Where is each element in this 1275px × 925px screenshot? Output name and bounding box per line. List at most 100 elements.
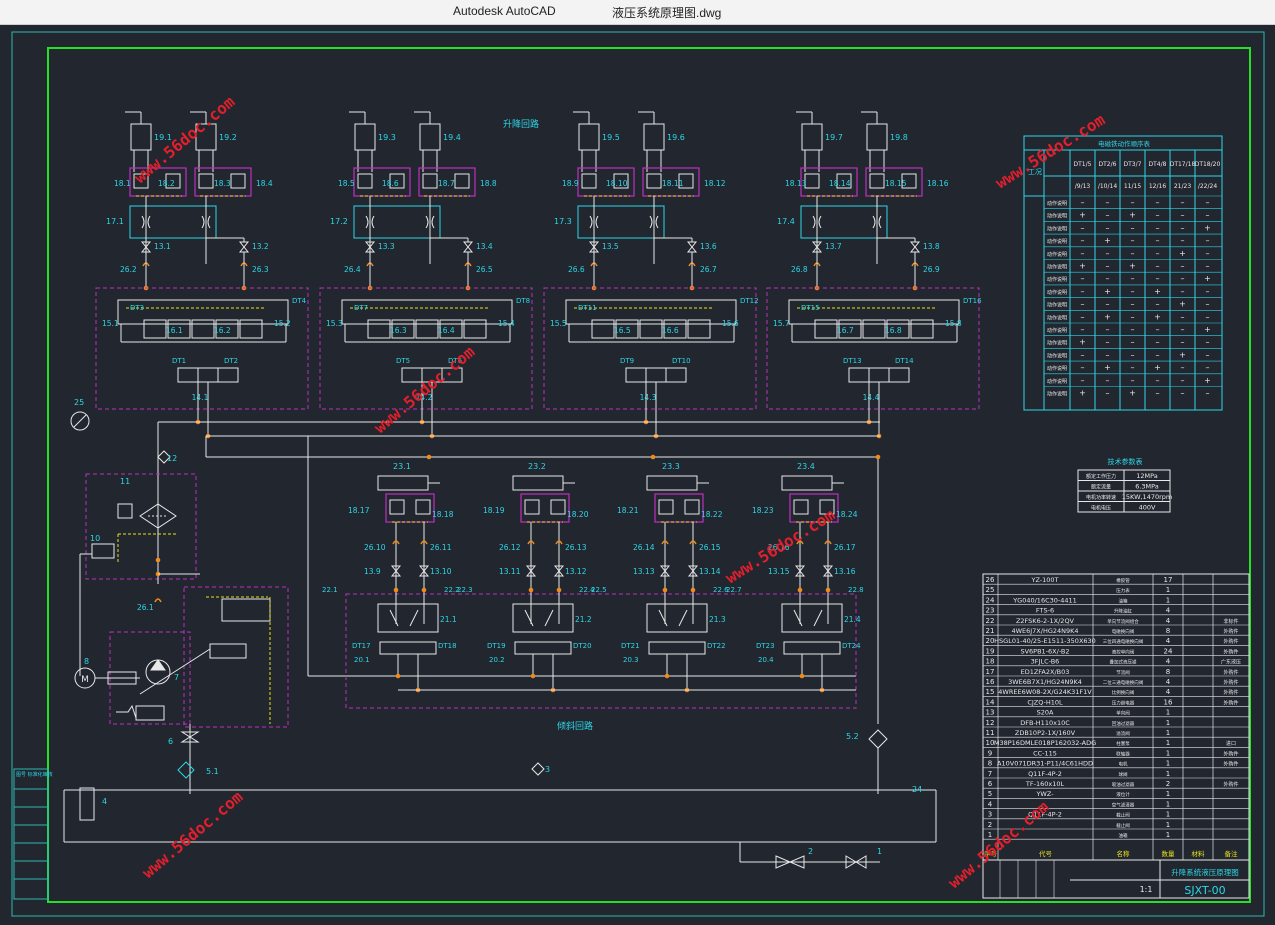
- check-valve: [133, 173, 149, 189]
- bom-name: 截止阀: [1116, 822, 1130, 829]
- lift-cylinder: [801, 123, 823, 151]
- bom-name: 压力表: [1116, 587, 1130, 594]
- solenoid-cell: –: [1131, 274, 1135, 283]
- valve-block: [520, 493, 570, 523]
- valve-label: 16.2: [214, 326, 231, 335]
- solenoid-cell: +: [1104, 312, 1111, 321]
- solenoid-cell: –: [1181, 211, 1185, 220]
- relief-label: 15.5: [550, 319, 567, 328]
- component-number: 11: [120, 477, 130, 486]
- throttle-label: 17.1: [106, 217, 124, 226]
- solenoid-cell: +: [1104, 363, 1111, 372]
- bom-number: 10: [986, 739, 995, 747]
- hose-label: 26.5: [476, 265, 493, 274]
- bom-number: 14: [986, 698, 995, 706]
- solenoid-cell: –: [1131, 287, 1135, 296]
- main-valve-label: 20.1: [354, 656, 370, 664]
- solenoid-cell: –: [1106, 325, 1110, 334]
- bom-code: 3WE6B7X1/HG24N9K4: [1008, 678, 1082, 686]
- valve-spool: [439, 319, 463, 339]
- component-number: 4: [102, 797, 107, 806]
- bom-header: 名称: [1117, 849, 1131, 858]
- bom-number: 22: [986, 617, 995, 625]
- check-label: 13.8: [923, 242, 940, 251]
- solenoid-cell: –: [1206, 363, 1210, 372]
- bom-header: 材料: [1192, 849, 1206, 858]
- tilt-directional-valve: [648, 641, 706, 655]
- junction-dot: [155, 557, 161, 563]
- bom-number: 15: [986, 688, 995, 696]
- drawing-number: SJXT-00: [1184, 884, 1225, 897]
- solenoid-cell: +: [1204, 376, 1211, 385]
- bom-number: 9: [988, 749, 992, 757]
- valve-spool: [591, 319, 615, 339]
- relief-label: 15.7: [773, 319, 790, 328]
- solenoid-cell: –: [1106, 262, 1110, 271]
- solenoid-cell: +: [1079, 262, 1086, 271]
- bom-note: 外购件: [1223, 638, 1238, 645]
- solenoid-cell: 动作说明: [1047, 238, 1067, 245]
- valve-label: 18.1: [114, 179, 131, 188]
- gauge-label: 22.7: [726, 586, 742, 594]
- bom-number: 26: [986, 576, 995, 584]
- bom-qty: 4: [1166, 637, 1171, 645]
- solenoid-cell: 动作说明: [1047, 365, 1067, 372]
- flow-arrow: [524, 609, 554, 627]
- solenoid-table-header: DT1/5: [1074, 161, 1092, 168]
- hose-label: 26.6: [568, 265, 585, 274]
- bom-name: 回油过滤器: [1112, 720, 1135, 727]
- hose-symbol: [154, 598, 162, 603]
- bom-number: 25: [986, 586, 995, 594]
- main-valve-label: 20.3: [623, 656, 639, 664]
- bom-qty: 1: [1166, 596, 1170, 604]
- bom-code: TF-160x10L: [1025, 780, 1065, 788]
- check-valve: [422, 173, 438, 189]
- bom-number: 20: [986, 637, 995, 645]
- hose-label: 26.13: [565, 543, 587, 552]
- junction-dot: [799, 673, 805, 679]
- bom-name: 压力继电器: [1112, 699, 1135, 706]
- solenoid-cell: +: [1079, 211, 1086, 220]
- bypass-valve: [117, 503, 133, 519]
- hose-label: 26.7: [700, 265, 717, 274]
- valve-label: 18.9: [562, 179, 579, 188]
- valve-label: 21.1: [440, 615, 457, 624]
- bom-qty: 4: [1166, 678, 1171, 686]
- solenoid-cell: –: [1081, 274, 1085, 283]
- solenoid-table-header: /10/14: [1098, 183, 1117, 190]
- valve-label: 21.2: [575, 615, 592, 624]
- drawing-scale: 1:1: [1140, 885, 1153, 894]
- valve-spool: [639, 319, 663, 339]
- valve-label: 16.1: [166, 326, 183, 335]
- coupling: [107, 671, 137, 685]
- lift-cylinder: [419, 123, 441, 151]
- check-valve: [198, 173, 214, 189]
- bom-name: 吸油过滤器: [1112, 781, 1135, 788]
- ball-valve: [794, 565, 806, 577]
- solenoid-cell: –: [1156, 236, 1160, 245]
- solenoid-cell: –: [1206, 300, 1210, 309]
- proportional-valve: [565, 299, 737, 325]
- valve-label: 18.3: [214, 179, 231, 188]
- cylinder-label: 19.3: [378, 133, 396, 142]
- bom-qty: 8: [1166, 627, 1170, 635]
- bom-qty: 1: [1166, 831, 1170, 839]
- junction-dot: [528, 587, 534, 593]
- bom-qty: 1: [1166, 790, 1170, 798]
- solenoid-cell: –: [1081, 350, 1085, 359]
- throttle-symbol: [141, 215, 151, 229]
- check-valve: [684, 499, 700, 515]
- gauge-label: 22.1: [322, 586, 338, 594]
- valve-spool: [687, 319, 711, 339]
- lift-cylinder: [354, 123, 376, 151]
- flow-arrow: [389, 609, 419, 627]
- solenoid-table-label: 工况: [1028, 168, 1042, 176]
- bom-header: 数量: [1162, 849, 1176, 858]
- hose-symbol: [796, 540, 804, 545]
- component-number: 8: [84, 657, 89, 666]
- solenoid-cell: 动作说明: [1047, 251, 1067, 258]
- spring-block: [135, 705, 165, 721]
- check-valve: [819, 499, 835, 515]
- valve-label: 18.10: [606, 179, 628, 188]
